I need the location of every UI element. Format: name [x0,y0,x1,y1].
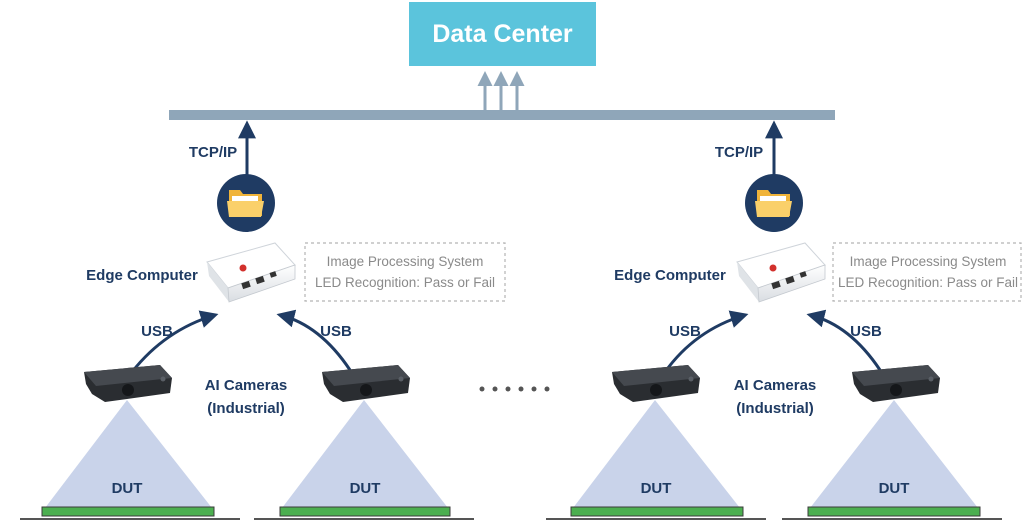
ai-camera-icon [852,365,940,402]
dut-board [41,506,215,517]
tcpip-label: TCP/IP [715,144,763,161]
data-center-title: Data Center [432,20,573,48]
group-1: TCP/IP Edge Computer Image Processing Sy… [20,120,506,520]
group-2: TCP/IP Edge Computer Image Processing Sy… [546,120,1022,520]
data-center-box [409,2,596,66]
folder-icon [755,190,792,217]
usb-label-right: USB [850,323,882,340]
edge-computer-device [206,242,296,303]
folder-icon [227,190,264,217]
cameras-line-2: (Industrial) [207,400,285,417]
ai-camera-icon [322,365,410,402]
network-bus [169,110,835,120]
usb-arrow-right [806,309,882,371]
dut-board [279,506,451,517]
dut-board [570,506,744,517]
camera-beam-left [45,400,212,508]
more-groups-ellipsis [479,386,550,392]
usb-label-left: USB [141,323,173,340]
edge-computer-label: Edge Computer [86,267,198,284]
process-box [304,242,506,302]
ai-camera-icon [612,365,700,402]
process-line-1: Image Processing System [327,254,484,269]
usb-arrow-left [663,310,749,373]
process-line-1: Image Processing System [850,254,1007,269]
tcpip-label: TCP/IP [189,144,237,161]
process-line-2: LED Recognition: Pass or Fail [315,275,495,290]
edge-computer-label: Edge Computer [614,267,726,284]
dut-board [807,506,981,517]
dut-label-right: DUT [879,480,910,497]
cameras-line-1: AI Cameras [205,377,288,394]
dut-label-left: DUT [641,480,672,497]
cameras-line-1: AI Cameras [734,377,817,394]
dut-label-left: DUT [112,480,143,497]
process-line-2: LED Recognition: Pass or Fail [838,275,1018,290]
usb-arrow-right [276,309,352,371]
camera-beam-right [810,400,978,508]
camera-beam-right [282,400,448,508]
usb-label-right: USB [320,323,352,340]
edge-computer-device [736,242,826,303]
uplink-arrows [477,71,525,110]
usb-arrow-left [130,310,219,373]
usb-label-left: USB [669,323,701,340]
camera-beam-left [573,400,740,508]
process-box [832,242,1022,302]
cameras-line-2: (Industrial) [736,400,814,417]
dut-label-right: DUT [350,480,381,497]
ai-camera-icon [84,365,172,402]
